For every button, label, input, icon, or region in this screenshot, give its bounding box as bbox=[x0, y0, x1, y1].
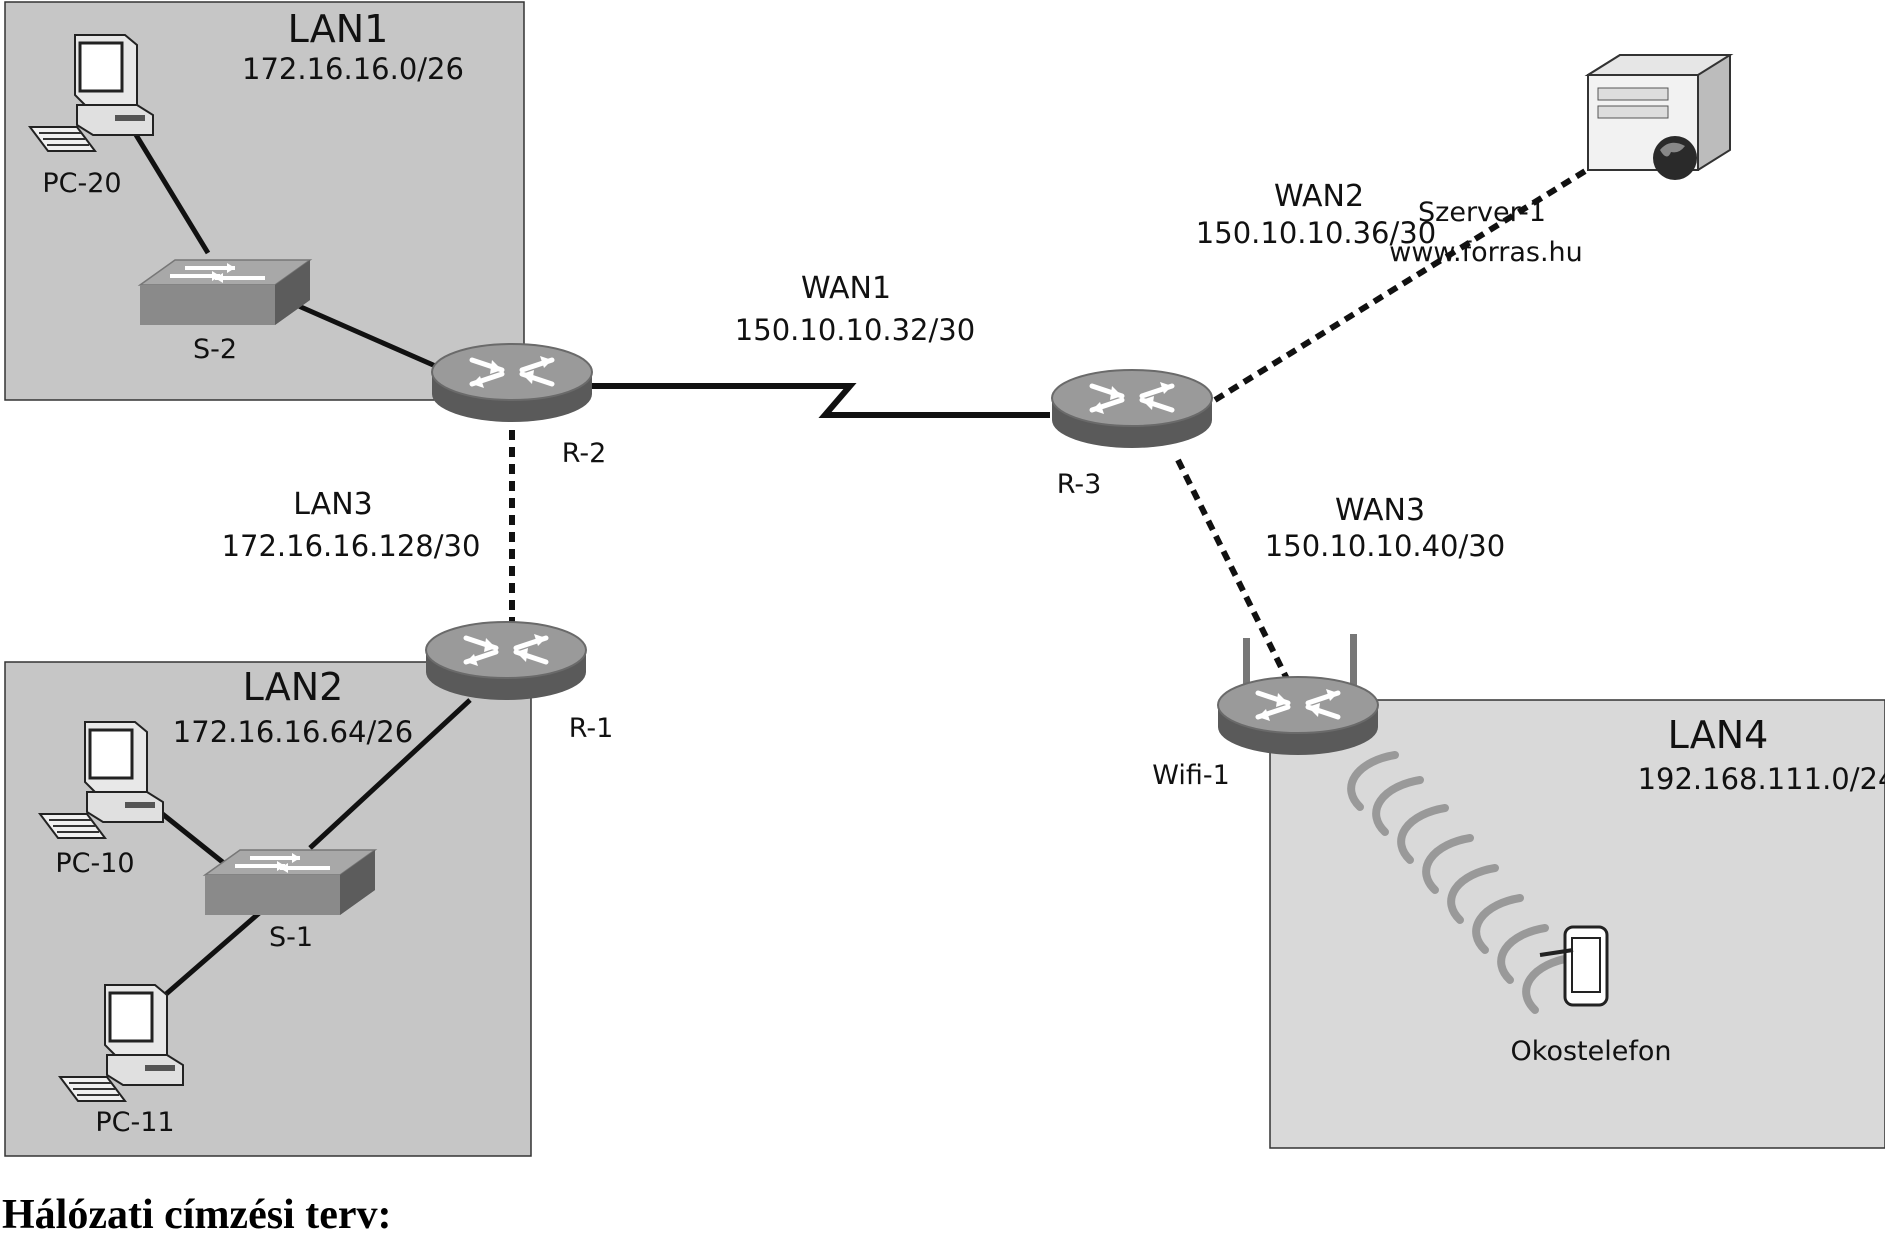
link-wan2 bbox=[1213, 165, 1592, 403]
link-pc20-s2 bbox=[127, 123, 211, 255]
links bbox=[127, 123, 1592, 997]
r-2-label: R-2 bbox=[562, 438, 607, 469]
wan1-title: WAN1 bbox=[801, 271, 891, 306]
lan1-address: 172.16.16.0/26 bbox=[242, 52, 464, 86]
lan4-title: LAN4 bbox=[1668, 713, 1769, 757]
s-1-label: S-1 bbox=[269, 922, 313, 953]
router-r3-icon bbox=[1052, 370, 1212, 448]
s-2-label: S-2 bbox=[193, 334, 237, 365]
wan3-address: 150.10.10.40/30 bbox=[1265, 529, 1505, 563]
smartphone-icon bbox=[1539, 925, 1609, 1007]
wifi-router-icon bbox=[1218, 634, 1378, 755]
pc-11-label: PC-11 bbox=[95, 1107, 174, 1138]
addressing-plan-heading: Hálózati címzési terv: bbox=[2, 1192, 391, 1234]
pc-10-label: PC-10 bbox=[55, 848, 134, 879]
server-icon bbox=[1584, 54, 1734, 180]
lan3-title: LAN3 bbox=[293, 487, 372, 522]
lan1-title: LAN1 bbox=[288, 7, 389, 51]
pc-20-label: PC-20 bbox=[42, 168, 121, 199]
server-label: Szerver-1 bbox=[1418, 197, 1546, 228]
smartphone-label: Okostelefon bbox=[1511, 1036, 1672, 1067]
switch-s1-icon bbox=[203, 848, 377, 917]
server-url-label: www.forras.hu bbox=[1389, 237, 1583, 268]
wan3-title: WAN3 bbox=[1335, 493, 1425, 528]
switch-s2-icon bbox=[138, 258, 312, 327]
lan2-address: 172.16.16.64/26 bbox=[173, 715, 413, 749]
lan3-address: 172.16.16.128/30 bbox=[222, 529, 481, 563]
wan2-address: 150.10.10.36/30 bbox=[1196, 216, 1436, 250]
link-pc11-s1 bbox=[163, 906, 267, 997]
link-r1-s1 bbox=[308, 698, 472, 850]
lan4-address: 192.168.111.0/24 bbox=[1638, 762, 1885, 796]
r-1-label: R-1 bbox=[569, 713, 614, 744]
lan2-title: LAN2 bbox=[243, 665, 344, 709]
router-r1-icon bbox=[426, 622, 586, 700]
wan2-title: WAN2 bbox=[1274, 179, 1364, 214]
wifi-label: Wifi-1 bbox=[1152, 760, 1230, 791]
link-s2-r2 bbox=[283, 297, 442, 371]
lan4-zone bbox=[1269, 699, 1885, 1149]
link-wan1 bbox=[588, 383, 1050, 418]
router-r2-icon bbox=[432, 344, 592, 422]
wan1-address: 150.10.10.32/30 bbox=[735, 313, 975, 347]
link-wan3 bbox=[1175, 458, 1293, 687]
r-3-label: R-3 bbox=[1057, 469, 1102, 500]
wifi-signal-icon bbox=[1347, 751, 1574, 1014]
